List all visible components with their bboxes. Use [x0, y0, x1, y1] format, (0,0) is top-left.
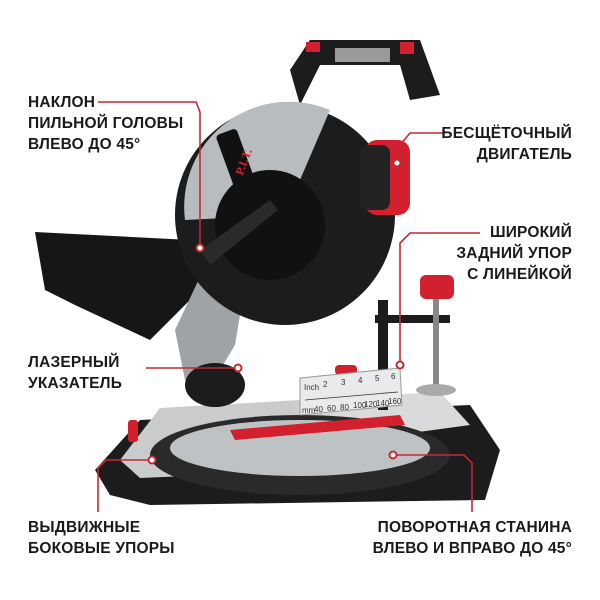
- saw-base: [95, 365, 500, 505]
- callout-line: БОКОВЫЕ УПОРЫ: [28, 540, 175, 557]
- callout-turntable: ПОВОРОТНАЯ СТАНИНА ВЛЕВО И ВПРАВО ДО 45°: [373, 517, 572, 559]
- ruler: Inch 2 3 4 5 6 mm 40 60 80 100 120 140 1…: [299, 367, 403, 416]
- ruler-tick: 4: [358, 376, 363, 385]
- callout-dots: [147, 158, 405, 465]
- callout-line: ШИРОКИЙ: [489, 224, 572, 241]
- ruler-tick: 140: [376, 399, 390, 408]
- dust-bag: [35, 232, 200, 340]
- ruler-inch-label: Inch: [304, 383, 319, 392]
- motor: [360, 140, 410, 215]
- callout-line: БЕСЩЁТОЧНЫЙ: [441, 125, 572, 142]
- saw-handle: [290, 40, 440, 105]
- callout-line: ЗАДНИЙ УПОР: [456, 245, 572, 262]
- callout-line: УКАЗАТЕЛЬ: [28, 375, 123, 392]
- callout-line: ДВИГАТЕЛЬ: [476, 146, 572, 163]
- callout-motor: БЕСЩЁТОЧНЫЙ ДВИГАТЕЛЬ: [441, 123, 572, 165]
- ruler-tick: 100: [353, 401, 367, 410]
- ruler-tick: 80: [340, 403, 349, 412]
- callout-tilt: НАКЛОН ПИЛЬНОЙ ГОЛОВЫ ВЛЕВО ДО 45°: [28, 92, 183, 155]
- callout-line: ПИЛЬНОЙ ГОЛОВЫ: [28, 115, 184, 132]
- callout-line: ВЛЕВО ДО 45°: [28, 136, 141, 153]
- blade-guard: P.I.T.: [175, 101, 395, 325]
- ruler-tick: 120: [364, 400, 378, 409]
- callout-leaders: [97, 101, 480, 512]
- callout-line: НАКЛОН: [28, 94, 96, 111]
- ruler-mm-label: mm: [302, 406, 316, 415]
- callout-line: ЛАЗЕРНЫЙ: [28, 354, 120, 371]
- ruler-tick: 2: [323, 380, 328, 389]
- ruler-tick: 6: [391, 372, 396, 381]
- callout-line: ПОВОРОТНАЯ СТАНИНА: [377, 519, 572, 536]
- callout-line: ВЛЕВО И ВПРАВО ДО 45°: [372, 540, 572, 557]
- ruler-tick: 160: [388, 397, 402, 406]
- callout-side-stops: ВЫДВИЖНЫЕ БОКОВЫЕ УПОРЫ: [28, 517, 175, 559]
- callout-line: С ЛИНЕЙКОЙ: [467, 266, 572, 283]
- ruler-tick: 60: [327, 404, 336, 413]
- callout-line: ВЫДВИЖНЫЕ: [28, 519, 141, 536]
- back-fence: [375, 275, 456, 410]
- callout-fence: ШИРОКИЙ ЗАДНИЙ УПОР С ЛИНЕЙКОЙ: [456, 222, 572, 285]
- ruler-tick: 40: [314, 405, 323, 414]
- ruler-tick: 3: [341, 378, 346, 387]
- ruler-tick: 5: [375, 374, 380, 383]
- callout-laser: ЛАЗЕРНЫЙ УКАЗАТЕЛЬ: [28, 352, 122, 394]
